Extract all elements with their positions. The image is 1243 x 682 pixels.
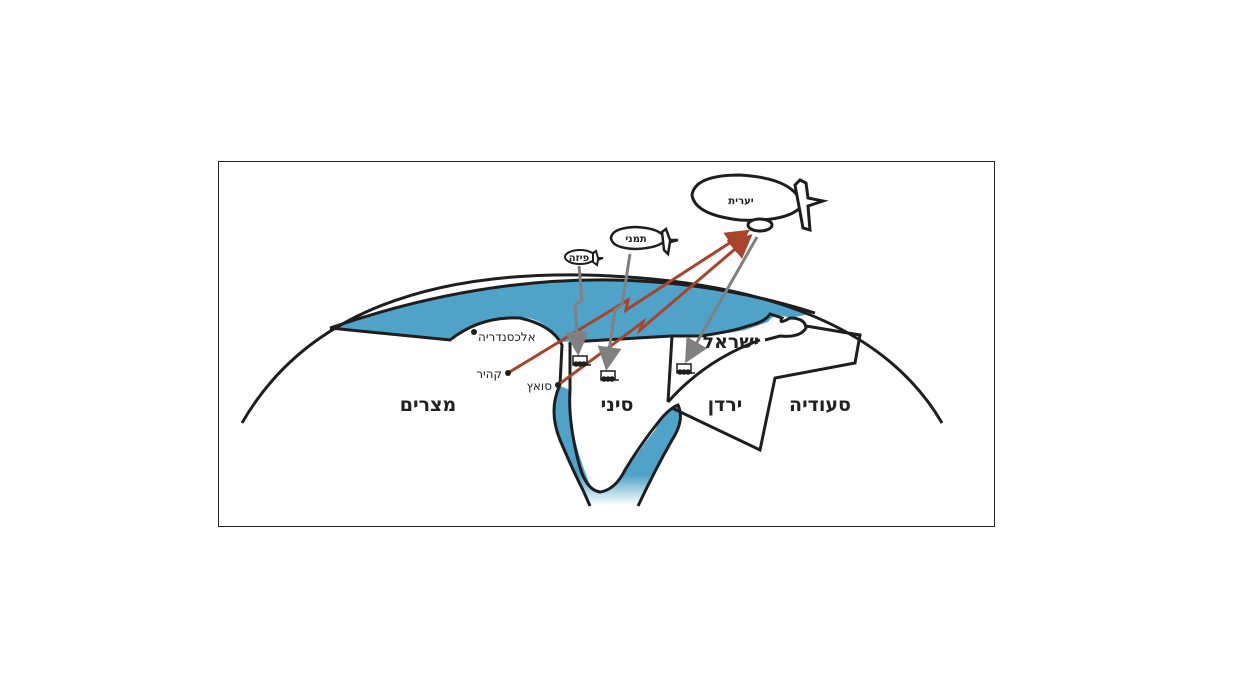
sea-coastline-top [329,278,816,330]
ground-truck-icon [676,363,695,375]
jordan-border [671,324,862,453]
egypt-coastline [329,316,564,386]
diagram-frame [218,161,995,527]
city-suez: סואץ [526,379,552,393]
israel-jordan-border [666,338,761,403]
downlink-large [685,236,759,364]
ground-truck-icon [572,355,591,367]
balloon-medium [609,225,679,257]
country-israel: ישראל [703,331,760,353]
country-sinai: סיני [601,394,634,416]
city-dot-suez [555,382,561,388]
gulf-coast-west [552,384,592,507]
city-dot-alexandria [471,329,477,335]
gulf-of-suez [553,385,681,505]
country-saudi-arabia: סעודיה [789,394,851,416]
city-cairo: קהיר [476,367,502,381]
earth-horizon [240,273,944,424]
sinai-coast [568,342,682,507]
downlink-medium [597,253,632,371]
balloon-large-label: יערית [728,196,753,207]
israel-egypt-border [666,335,674,403]
country-egypt: מצרים [400,394,456,416]
city-dot-cairo [505,370,511,376]
israel-coast [672,312,808,342]
balloon-large [690,173,829,233]
downlink-small [564,265,589,356]
city-alexandria: אלכסנדריה [478,330,536,344]
balloon-small [564,249,604,267]
balloon-medium-label: תמני [625,234,647,245]
country-jordan: ירדן [708,394,743,416]
balloon-small-label: פיזה [569,253,590,264]
ground-truck-icon [600,370,619,382]
